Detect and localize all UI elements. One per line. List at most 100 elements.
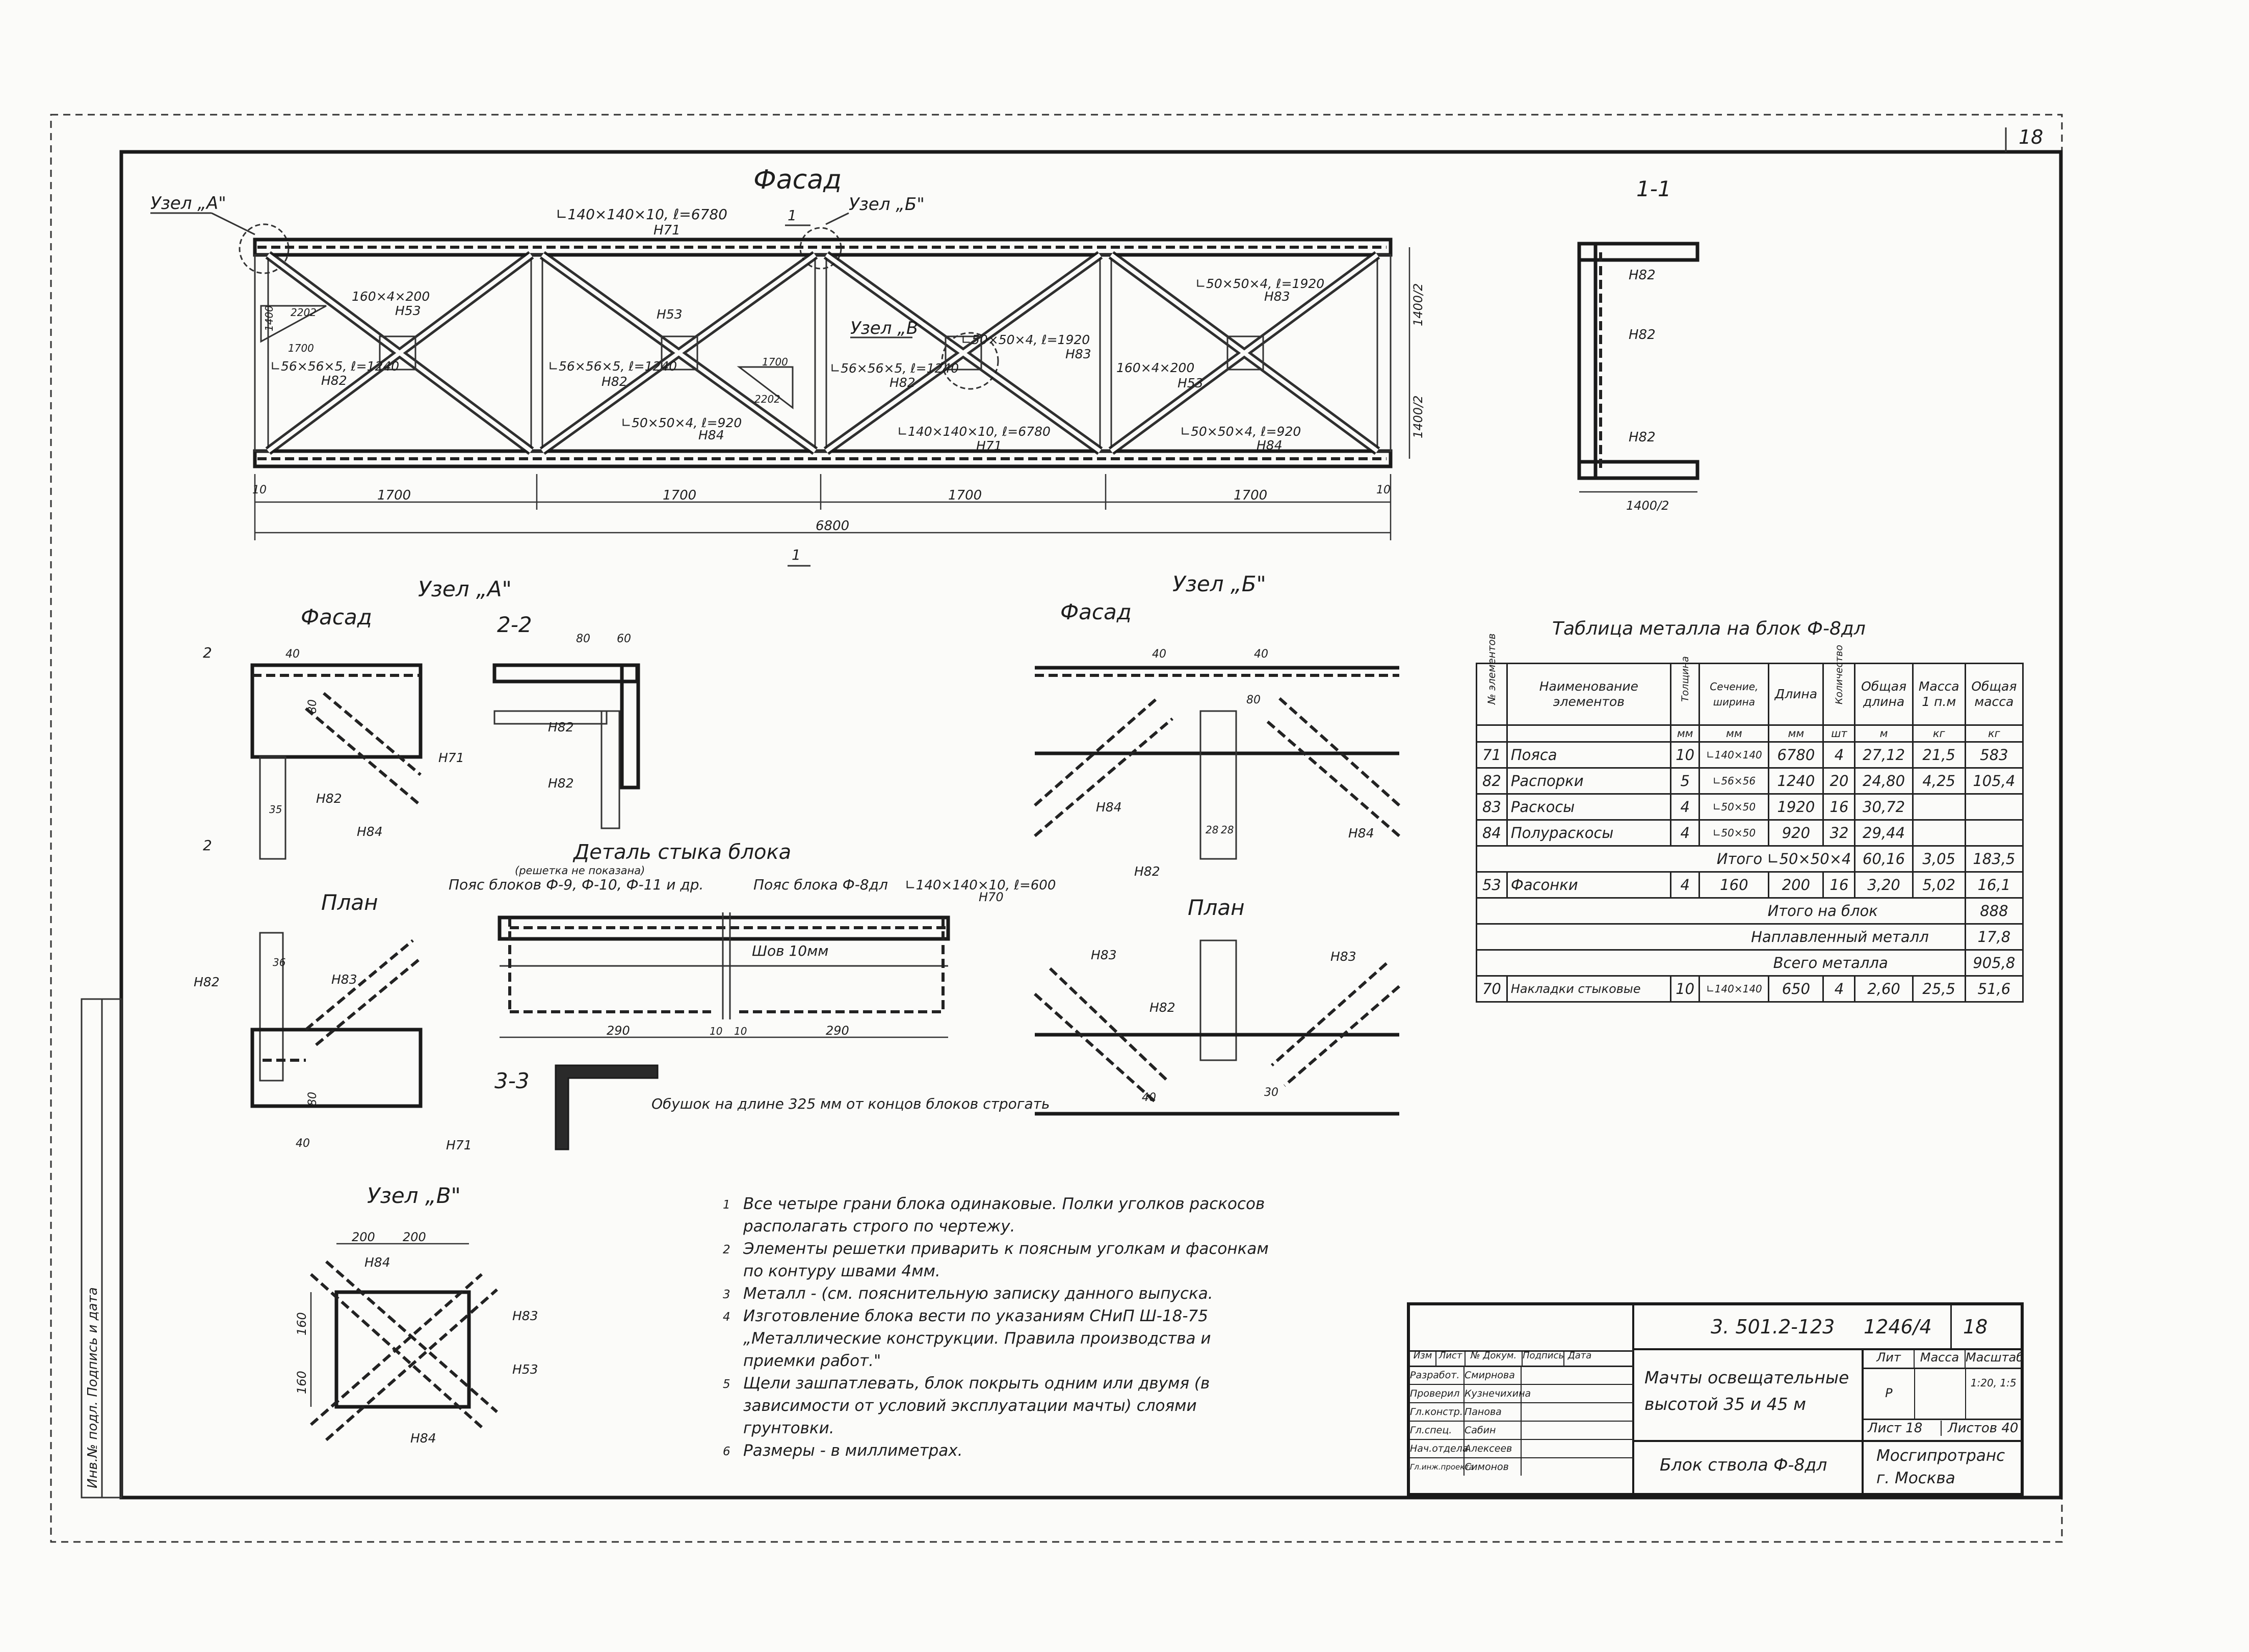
node-a-sec22-mark-1: Н82	[548, 720, 574, 735]
facade-dim-3: 1700	[1234, 488, 1267, 503]
node-a-plan-drawing	[250, 932, 423, 1108]
facade-dim-side-top: 1400/2	[1411, 283, 1425, 326]
th-unit-mass: Масса 1 п.м	[1912, 663, 1966, 726]
facade-gusset-mark: Н53	[395, 303, 421, 318]
joint-dim-3: 10	[734, 1025, 747, 1037]
th-name: Наименование элементов	[1506, 663, 1671, 726]
sheet-outer-frame	[50, 114, 2063, 1543]
title-block-meta: Лит Масса Масштаб Р 1:20, 1:5 Лист 18 Ли…	[1864, 1350, 2024, 1442]
node-a-plan-dim-3: 40	[296, 1137, 310, 1150]
node-v-dim-1b: 200	[403, 1230, 426, 1244]
facade-strut-label: ∟56×56×5, ℓ=1240	[270, 359, 399, 374]
title-block-sheet-title: Блок ствола Ф-8дл	[1634, 1442, 1864, 1493]
joint-plate-label: ∟140×140×10, ℓ=600	[905, 878, 1056, 893]
node-v-dim-2: 160	[295, 1312, 309, 1335]
node-a-dim-3: 35	[269, 803, 282, 816]
th-thickness: Толщина	[1669, 656, 1701, 726]
node-a-plan-mark-2: Н83	[331, 972, 357, 987]
node-b-plan-dim-1: 30	[1264, 1086, 1278, 1099]
sec11-mark-1: Н82	[1629, 268, 1656, 283]
node-b-dim-4: 28	[1206, 824, 1218, 836]
facade-dim-side-bot: 1400/2	[1411, 396, 1425, 438]
th-section: Сечение, ширина	[1698, 663, 1770, 726]
node-v-dim-1: 200	[352, 1230, 375, 1244]
title-block-project: Мачты освещательные высотой 35 и 45 м	[1634, 1350, 1864, 1442]
facade-node-b-label: Узел „Б"	[849, 194, 925, 215]
sec11-drawing	[1577, 242, 1699, 493]
node-v-dim-3: 160	[295, 1371, 309, 1394]
facade-dim-0: 1700	[377, 488, 411, 503]
th-total-length: Общая длина	[1854, 663, 1914, 726]
facade-chord-bot-label: ∟140×140×10, ℓ=6780	[897, 424, 1051, 439]
facade-diag-label-2: ∟50×50×4, ℓ=1920	[1195, 276, 1324, 291]
joint-note: Обушок на длине 325 мм от концов блоков …	[651, 1095, 1050, 1112]
node-a-mark-1: Н71	[438, 750, 464, 765]
th-length: Длина	[1768, 663, 1824, 726]
table-title: Таблица металла на блок Ф-8дл	[1552, 618, 1866, 639]
facade-dim-1700-b: 1700	[762, 356, 788, 368]
sheet-inner-frame	[119, 150, 2063, 1500]
facade-chord-bot-mark: Н71	[976, 438, 1002, 453]
node-a-section-mark-b: 2	[203, 837, 212, 854]
facade-strut-label-2: ∟56×56×5, ℓ=1240	[548, 359, 677, 374]
title-block-person-row: Разработ.Смирнова	[1410, 1367, 1634, 1385]
node-v-mark-3: Н53	[512, 1362, 538, 1377]
node-b-dim-5: 28	[1221, 824, 1234, 836]
facade-truss	[253, 238, 1393, 468]
node-b-mark-3: Н82	[1134, 864, 1160, 879]
joint-title: Деталь стыка блока	[572, 841, 791, 864]
node-a-sec22-title: 2-2	[497, 612, 532, 637]
facade-dim-10-left: 10	[252, 484, 267, 496]
title-block: Изм Лист № Докум. Подпись Дата Разработ.…	[1407, 1302, 2024, 1496]
title-block-person-row: Гл.спец.Сабин	[1410, 1422, 1634, 1440]
facade-half-diag-mark-2: Н84	[1257, 438, 1283, 453]
facade-strut-mark-2: Н82	[602, 374, 627, 389]
facade-gusset-mark-3: Н53	[657, 307, 683, 322]
node-a-sec22-mark-2: Н82	[548, 776, 574, 791]
facade-gusset-label-2: 160×4×200	[1116, 360, 1194, 375]
facade-strut-mark-3: Н82	[890, 375, 916, 390]
facade-half-diag-label: ∟50×50×4, ℓ=920	[621, 415, 742, 430]
joint-weld-label: Шов 10мм	[752, 942, 828, 959]
node-v-mark-1: Н84	[364, 1255, 390, 1270]
joint-dim-2: 10	[710, 1025, 722, 1037]
joint-plate-mark: Н70	[979, 890, 1004, 904]
node-v-mark-4: Н84	[410, 1431, 436, 1446]
node-a-title: Узел „А"	[418, 576, 512, 601]
node-v-drawing	[309, 1243, 498, 1441]
facade-title: Фасад	[753, 165, 842, 195]
node-a-plan-dim-1: 36	[273, 956, 285, 968]
node-b-title: Узел „Б"	[1172, 571, 1266, 596]
facade-dim-1700-a: 1700	[288, 342, 314, 354]
facade-node-v-circle	[941, 332, 999, 390]
title-block-signatures: Изм Лист № Докум. Подпись Дата Разработ.…	[1410, 1305, 1634, 1493]
node-b-facade-title: Фасад	[1060, 599, 1132, 624]
node-b-plan-dim-2: 40	[1142, 1091, 1156, 1104]
facade-node-a-label: Узел „А"	[150, 193, 226, 214]
facade-dim-2202-b: 2202	[754, 393, 780, 405]
joint-dim-4: 290	[826, 1024, 849, 1038]
joint-drawing	[498, 912, 950, 1038]
facade-dim-2: 1700	[948, 488, 982, 503]
facade-strut-mark: Н82	[321, 373, 347, 388]
node-b-plan-mark-3: Н82	[1149, 1000, 1175, 1015]
facade-half-diag-label-2: ∟50×50×4, ℓ=920	[1180, 424, 1301, 439]
node-a-sec22-drawing	[492, 663, 640, 829]
node-b-plan-mark-1: Н83	[1091, 948, 1117, 962]
title-block-code-row: 3. 501.2-123 1246/4 18	[1634, 1305, 2021, 1350]
node-a-mark-3: Н84	[357, 824, 383, 839]
